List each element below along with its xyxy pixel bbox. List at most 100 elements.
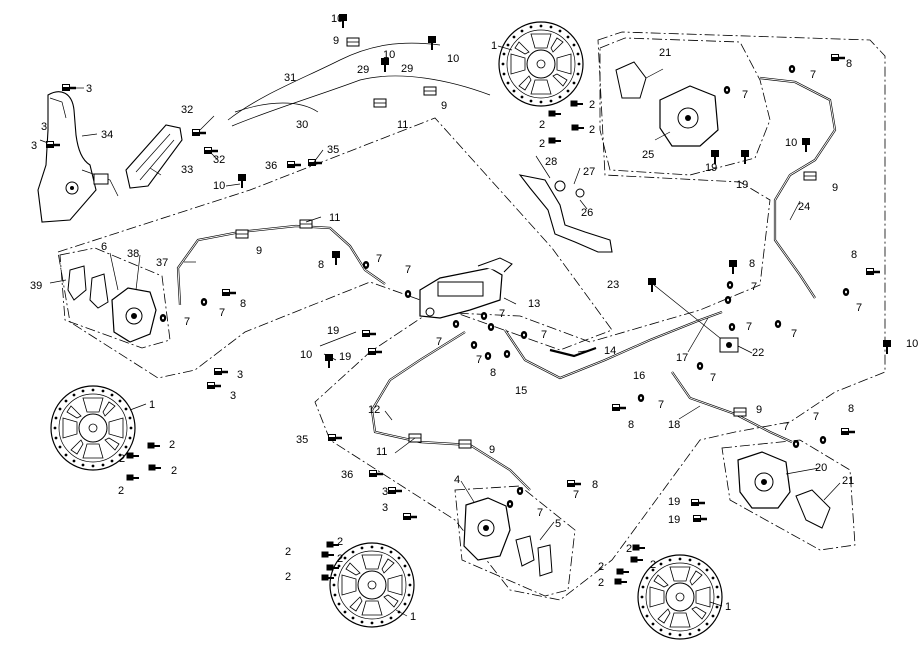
callout-3: 3 [86,83,92,95]
callout-7: 7 [436,336,442,348]
callout-10: 10 [213,180,225,192]
callout-2: 2 [650,559,656,571]
callout-2: 2 [626,543,632,555]
callout-2: 2 [539,138,545,150]
callout-3: 3 [382,502,388,514]
callout-33: 33 [181,164,193,176]
callout-19: 19 [705,162,717,174]
callout-11: 11 [329,212,340,224]
callout-10: 10 [447,53,459,65]
callout-6: 6 [101,241,107,253]
callout-9: 9 [256,245,262,257]
callout-7: 7 [184,316,190,328]
callout-22: 22 [752,347,764,359]
callout-2: 2 [169,439,175,451]
callout-28: 28 [545,156,557,168]
callout-7: 7 [856,302,862,314]
brake-disc-top [498,21,584,107]
brake-pedal-lever [37,91,119,223]
callout-35: 35 [327,144,339,156]
callout-10: 10 [785,137,797,149]
callout-1: 1 [410,611,416,623]
caliper-front-left [111,287,157,343]
brake-pads-front [67,265,109,309]
callout-3: 3 [382,486,388,498]
callout-7: 7 [710,372,716,384]
callout-2: 2 [539,119,545,131]
callout-32: 32 [213,154,225,166]
callout-12: 12 [368,404,380,416]
callout-2: 2 [171,465,177,477]
callout-8: 8 [318,259,324,271]
caliper-top-right [615,61,719,147]
callout-39: 39 [30,280,42,292]
callout-20: 20 [815,462,827,474]
callout-7: 7 [537,507,543,519]
master-cylinder [419,257,513,319]
hand-brake-cables [227,37,491,127]
callout-9: 9 [333,35,339,47]
callout-16: 16 [633,370,645,382]
callout-7: 7 [810,69,816,81]
callout-17: 17 [676,352,688,364]
caliper-middle [463,497,553,577]
callout-9: 9 [832,182,838,194]
callout-7: 7 [751,281,757,293]
callout-7: 7 [476,354,482,366]
callout-2: 2 [285,546,291,558]
bracket [125,124,183,189]
callout-2: 2 [119,453,125,465]
callout-7: 7 [658,399,664,411]
callout-13: 13 [528,298,540,310]
callout-24: 24 [798,201,810,213]
callout-8: 8 [846,58,852,70]
callout-7: 7 [742,89,748,101]
callout-8: 8 [848,403,854,415]
callout-1: 1 [491,40,497,52]
callout-15: 15 [515,385,527,397]
callout-3: 3 [237,369,243,381]
panel-pads-middle [454,485,576,597]
callout-7: 7 [813,411,819,423]
callout-7: 7 [746,321,752,333]
callout-19: 19 [339,351,351,363]
callout-35: 35 [296,434,308,446]
callout-19: 19 [736,179,748,191]
callout-1: 1 [149,399,155,411]
callout-2: 2 [589,99,595,111]
panel-pads-front [59,247,171,349]
callout-10: 10 [383,49,395,61]
callout-11: 11 [376,446,387,458]
brake-hoses [176,76,837,491]
callout-7: 7 [405,264,411,276]
callout-3: 3 [41,121,47,133]
leader-lines [39,45,841,617]
callout-21: 21 [842,475,854,487]
callout-34: 34 [101,129,113,141]
callout-36: 36 [341,469,353,481]
panel-pads-rear [721,439,856,551]
callout-3: 3 [230,390,236,402]
callout-10: 10 [300,349,312,361]
callout-19: 19 [327,325,339,337]
callout-25: 25 [642,149,654,161]
callout-7: 7 [573,489,579,501]
callout-7: 7 [219,307,225,319]
callout-19: 19 [668,514,680,526]
callout-29: 29 [401,63,413,75]
callout-18: 18 [668,419,680,431]
callout-29: 29 [357,64,369,76]
callout-2: 2 [598,577,604,589]
callout-7: 7 [783,421,789,433]
brake-pedal [518,174,613,253]
callout-26: 26 [581,207,593,219]
callout-31: 31 [284,72,296,84]
panel-pump [599,37,771,176]
callout-2: 2 [285,571,291,583]
callout-4: 4 [454,474,460,486]
callout-9: 9 [756,404,762,416]
callout-32: 32 [181,104,193,116]
callout-23: 23 [607,279,619,291]
